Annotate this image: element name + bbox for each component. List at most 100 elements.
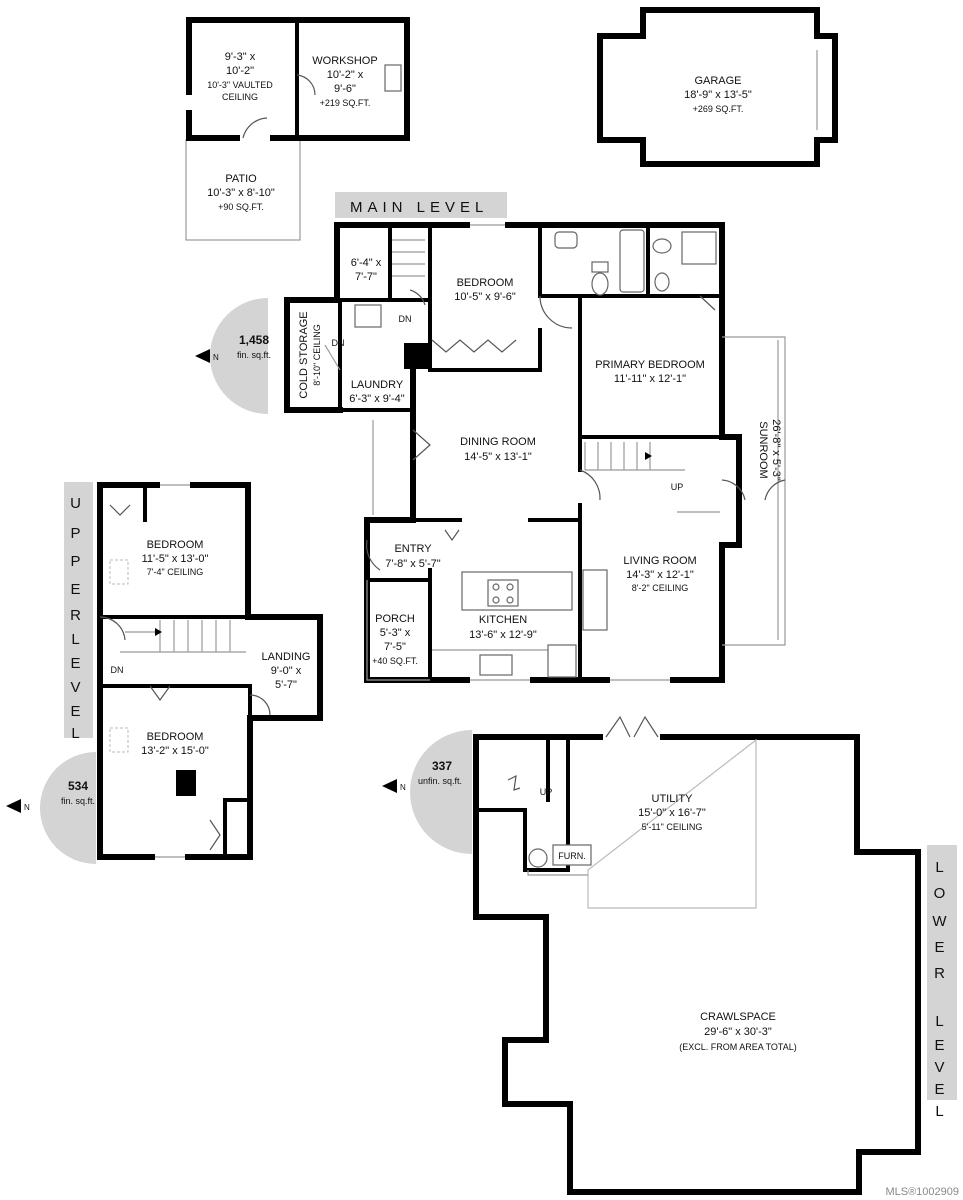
stair-arrow-icon <box>155 628 162 636</box>
main-bedroom-dims: 10'-5" x 9'-6" <box>454 291 516 303</box>
stair-to-lower: DN <box>392 239 425 324</box>
lower-level-title-2: O <box>934 885 951 902</box>
main-exterior-walls <box>284 222 742 683</box>
vaulted-room-dims-1: 9'-3" x <box>225 51 256 63</box>
door-swing <box>149 685 171 702</box>
vaulted-room-ceiling-1: 10'-3" VAULTED <box>207 80 273 90</box>
stair-to-upper: UP <box>584 442 685 492</box>
utility-label: UTILITY <box>652 793 694 805</box>
dining-room-label: DINING ROOM <box>460 436 536 448</box>
upper-level-title-3: P <box>70 553 85 570</box>
skylight-icon <box>109 727 129 753</box>
laundry-label: LAUNDRY <box>351 379 404 391</box>
workshop-label: WORKSHOP <box>312 55 377 67</box>
stair-edge <box>324 344 341 371</box>
toilet-icon <box>654 272 670 292</box>
garage-dims: 18'-9" x 13'-5" <box>684 89 752 101</box>
shower-icon <box>681 231 717 265</box>
lower-area-value: 337 <box>432 759 452 773</box>
bathtub-icon <box>619 229 645 293</box>
upper-level-title-8: V <box>70 679 85 696</box>
door-swing <box>242 117 268 139</box>
garage-area: +269 SQ.FT. <box>693 104 744 114</box>
cold-storage-ceiling: 8'-10" CEILING <box>312 324 322 385</box>
door-swing <box>633 715 659 738</box>
fridge-icon <box>547 644 577 678</box>
dining-room-dims: 14'-5" x 13'-1" <box>464 451 532 463</box>
burner-icon <box>506 596 514 604</box>
area-badge-shape <box>40 752 96 864</box>
sunroom-label: SUNROOM <box>757 421 769 478</box>
primary-bedroom-dims: 11'-11" x 12'-1" <box>614 373 686 385</box>
toilet-tank-icon <box>591 261 609 273</box>
living-room-ceiling: 8'-2" CEILING <box>632 583 688 593</box>
entry-dims: 7'-8" x 5'-7" <box>385 558 441 570</box>
outbuilding-workshop: 9'-3" x 10'-2" 10'-3" VAULTED CEILING WO… <box>185 17 410 241</box>
door-swing <box>699 295 716 311</box>
sink-icon <box>652 238 672 254</box>
closet-bifold-door <box>431 339 517 353</box>
lower-level-title-4: E <box>934 939 949 956</box>
garage-label: GARAGE <box>694 75 741 87</box>
north-label: N <box>400 783 406 792</box>
living-room-label: LIVING ROOM <box>623 555 696 567</box>
main-level-banner <box>335 192 507 218</box>
laundry-dims: 6'-3" x 9'-4" <box>349 393 405 405</box>
vaulted-room-dims-2: 10'-2" <box>226 65 254 77</box>
lower-level: L O W E R L E V E L FURN. UP UTILITY 15'… <box>382 715 957 1195</box>
upper-bedroom1-dims: 11'-5" x 13'-0" <box>142 553 209 565</box>
upper-bedroom1-label: BEDROOM <box>147 539 204 551</box>
lower-level-title-5: R <box>934 965 950 982</box>
workbench-icon <box>384 64 402 92</box>
closet-dims-2: 7'-7" <box>355 271 377 283</box>
sunroom-outline <box>722 336 786 646</box>
crawlspace-dims: 29'-6" x 30'-3" <box>704 1026 772 1038</box>
upper-level-title-10: L <box>71 725 84 742</box>
chimney <box>404 343 430 369</box>
lower-level-title-3: W <box>932 913 951 930</box>
door-swing <box>296 74 316 96</box>
lower-level-title-6: L <box>935 1013 948 1030</box>
closet-door <box>109 504 131 516</box>
lower-area-unit: unfin. sq.ft. <box>418 776 462 786</box>
toilet-icon <box>591 272 609 296</box>
workshop-area: +219 SQ.FT. <box>320 98 371 108</box>
utility-outline <box>587 738 757 909</box>
utility-edge <box>527 870 588 876</box>
door-swing <box>444 529 460 542</box>
upper-level-title-5: R <box>70 607 86 624</box>
porch-dims-2: 7'-5" <box>384 641 406 653</box>
upper-area-badge: 534 fin. sq.ft. N <box>6 752 96 864</box>
lower-level-title-9: E <box>934 1081 949 1098</box>
upper-level-title-6: L <box>71 631 84 648</box>
closet-dims-1: 6'-4" x <box>351 257 382 269</box>
lower-level-title-8: V <box>934 1059 949 1076</box>
main-bedroom-label: BEDROOM <box>457 277 514 289</box>
lower-level-title-1: L <box>935 859 948 876</box>
landing-dims-2: 5'-7" <box>275 679 297 691</box>
utility-dims: 15'-0" x 16'-7" <box>638 807 706 819</box>
upper-bedroom1-ceiling: 7'-4" CEILING <box>147 567 203 577</box>
upper-stair: DN <box>111 620 246 675</box>
door-swing <box>409 289 426 306</box>
upper-stair-dn-label: DN <box>111 665 124 675</box>
north-arrow-icon <box>382 779 397 793</box>
main-area-value: 1,458 <box>239 333 269 347</box>
fireplace-icon <box>582 569 608 631</box>
upper-area-unit: fin. sq.ft. <box>61 796 95 806</box>
cooktop-icon <box>487 579 519 607</box>
upper-level-banner <box>64 482 93 738</box>
upper-bedroom2-dims: 13'-2" x 15'-0" <box>141 745 209 757</box>
sink-icon <box>554 231 578 249</box>
garage-walls <box>597 7 838 167</box>
lower-level-banner <box>927 845 957 1100</box>
burner-icon <box>492 596 500 604</box>
closet-door <box>209 819 221 851</box>
door-swing <box>412 429 431 461</box>
skylight-icon <box>109 559 129 585</box>
utility-ceiling: 5'-11" CEILING <box>642 822 703 832</box>
stair-dn-label: DN <box>399 314 412 324</box>
stair-up-label: UP <box>671 482 684 492</box>
patio-label: PATIO <box>225 173 257 185</box>
patio-dims: 10'-3" x 8'-10" <box>207 187 275 199</box>
